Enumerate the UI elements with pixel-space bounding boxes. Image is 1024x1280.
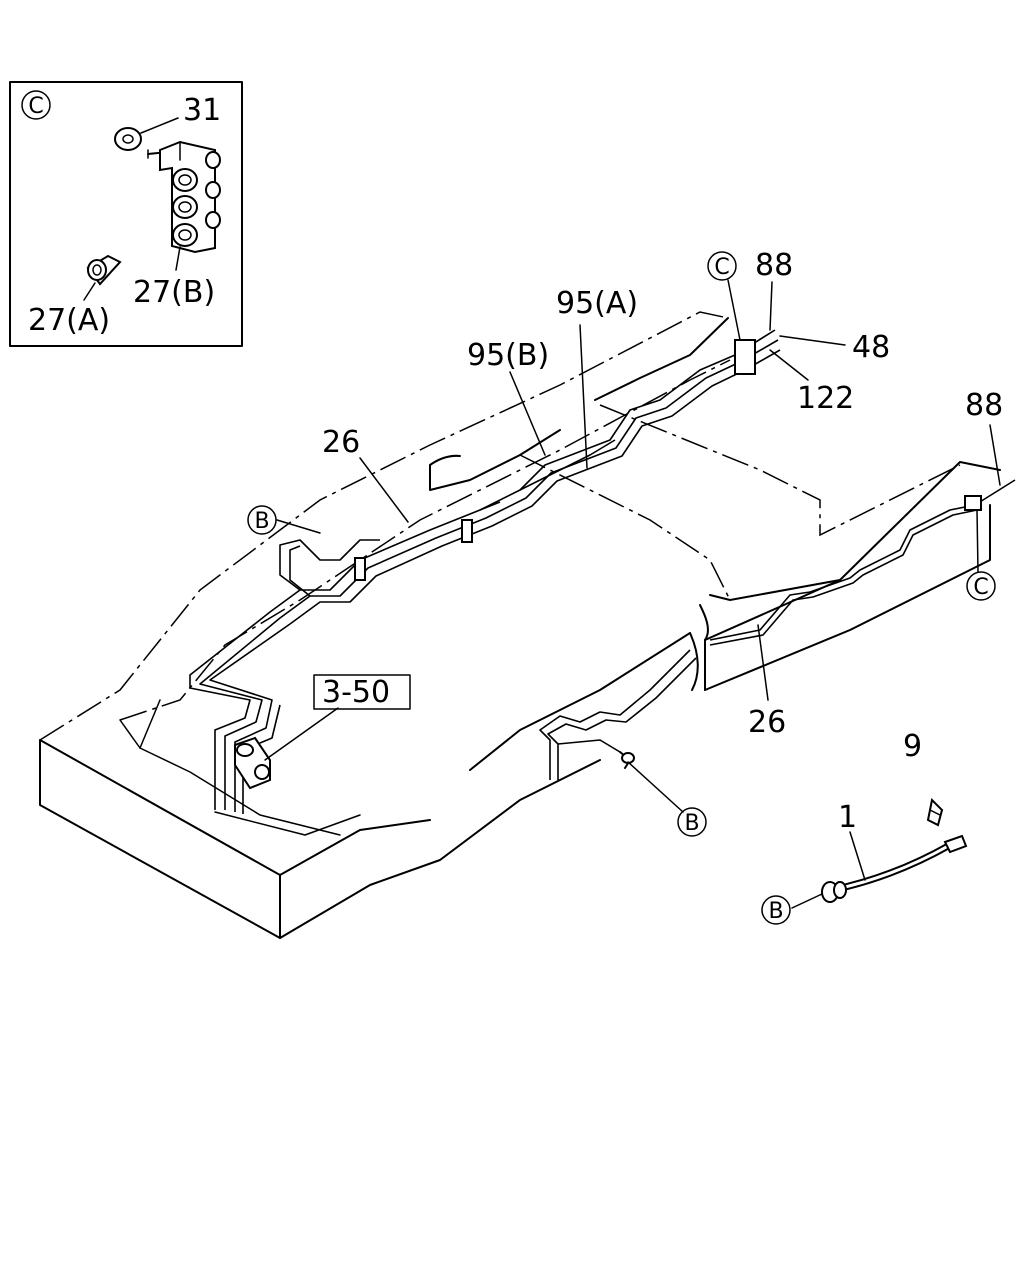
label-88-top: 88 [755,248,793,283]
label-26-right: 26 [748,705,786,740]
inset-detail-c: C 31 27(B) [9,81,243,347]
proportioning-valve [234,736,271,790]
label-26-left: 26 [322,425,360,460]
callout-c-top: C [707,251,737,281]
flex-hose-part [821,834,968,903]
brake-pipes [189,329,1016,814]
label-95a: 95(A) [556,286,638,321]
callout-b-center: B [677,807,707,837]
spacer-27a-part [86,254,122,286]
label-48: 48 [852,330,890,365]
part-labels: 88 48 122 95(A) 95(B) 26 88 26 9 1 3-50 [313,248,1003,835]
ref-label: 3-50 [322,675,390,710]
leader-lines [264,279,1001,909]
label-88-right: 88 [965,388,1003,423]
label-27b: 27(B) [133,275,215,310]
svg-text:B: B [254,509,269,534]
svg-text:C: C [973,575,988,600]
nut-part [114,127,142,151]
inset-marker-c: C [21,90,51,120]
label-122: 122 [797,381,854,416]
svg-text:C: C [714,255,729,280]
circled-callouts: C C B B B [247,251,996,925]
label-1: 1 [838,800,857,835]
label-95b: 95(B) [467,338,549,373]
chassis-frame [39,311,1001,939]
label-9: 9 [903,729,922,764]
label-31: 31 [183,93,221,128]
svg-text:B: B [768,899,783,924]
label-27a: 27(A) [28,303,110,338]
callout-b-hose: B [761,895,791,925]
svg-text:C: C [28,94,43,119]
callout-c-right: C [966,571,996,601]
callout-b-left: B [247,505,277,535]
clip-9-part [926,797,944,827]
clip-27b-part [159,140,221,254]
svg-text:B: B [684,811,699,836]
reference-3-50: 3-50 [313,674,411,710]
